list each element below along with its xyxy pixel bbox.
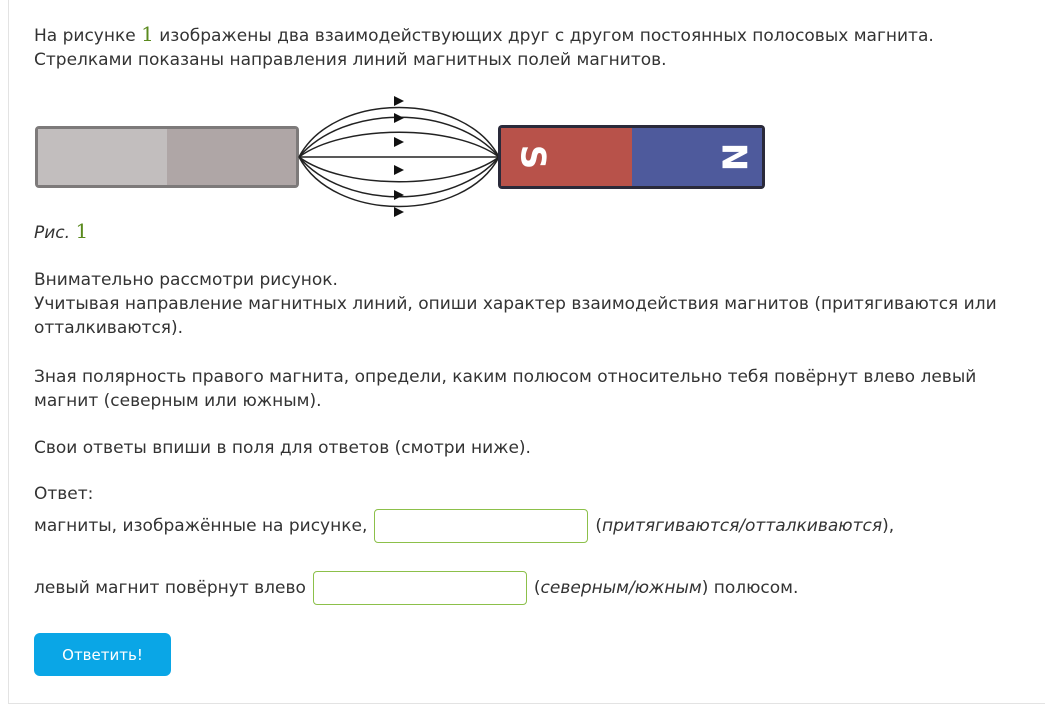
arrow-1 (394, 96, 404, 106)
interaction-answer-field[interactable] (374, 509, 589, 543)
left-magnet (35, 126, 299, 188)
answer-row-2-hint: северным/южным (540, 578, 702, 598)
answer-label: Ответ: (34, 484, 94, 504)
caption-label: Рис. (34, 223, 76, 243)
north-pole (632, 128, 762, 186)
figure-caption: Рис. 1 (34, 219, 88, 243)
answer-row-1-hint: притягиваются/отталкиваются (602, 516, 883, 536)
instruction-line-3: Зная полярность правого магнита, определ… (34, 367, 977, 411)
submit-button[interactable]: Ответить! (34, 633, 171, 676)
intro-part1: На рисунке (34, 26, 142, 46)
instructions-block-1: Внимательно рассмотри рисунок. Учитывая … (34, 268, 1024, 340)
answer-row-2-prefix: левый магнит повёрнут влево (34, 578, 306, 598)
arrow-6 (394, 207, 404, 217)
answer-row-1: магниты, изображённые на рисунке, (притя… (34, 508, 894, 544)
instructions-block-2: Зная полярность правого магнита, определ… (34, 365, 1024, 413)
task-card (8, 0, 1045, 704)
arrow-4 (394, 165, 404, 175)
instruction-line-4: Свои ответы впиши в поля для ответов (см… (34, 438, 531, 458)
figure-ref-number: 1 (141, 22, 154, 46)
answer-row-2: левый магнит повёрнут влево (северным/юж… (34, 570, 798, 606)
instructions-block-3: Свои ответы впиши в поля для ответов (см… (34, 436, 531, 460)
south-pole (501, 128, 632, 186)
magnets-figure: S N (34, 94, 774, 228)
south-pole-label: S (513, 145, 553, 170)
north-pole-label: N (714, 143, 754, 171)
answer-row-1-prefix: магниты, изображённые на рисунке, (34, 516, 368, 536)
field-lines (298, 106, 500, 208)
intro-text: На рисунке 1 изображены два взаимодейств… (34, 22, 1024, 72)
answer-row-1-close: ), (882, 516, 895, 536)
intro-part2: изображены два взаимодействующих друг с … (34, 26, 934, 70)
right-magnet: S N (498, 125, 765, 189)
pole-answer-field[interactable] (312, 571, 527, 605)
arrow-5 (394, 190, 404, 200)
arrow-2 (394, 113, 404, 123)
left-magnet-right-half (167, 129, 296, 185)
answer-row-2-open: ( (533, 578, 541, 598)
field-arrows (394, 96, 404, 217)
left-magnet-left-half (38, 129, 167, 185)
magnets-diagram: S N (35, 96, 765, 217)
answer-row-2-close: ) полюсом. (701, 578, 799, 598)
instruction-line-1: Внимательно рассмотри рисунок. (34, 270, 338, 290)
arrow-3 (394, 137, 404, 147)
caption-number: 1 (75, 219, 89, 243)
answer-row-1-open: ( (595, 516, 603, 536)
instruction-line-2: Учитывая направление магнитных линий, оп… (34, 294, 997, 338)
